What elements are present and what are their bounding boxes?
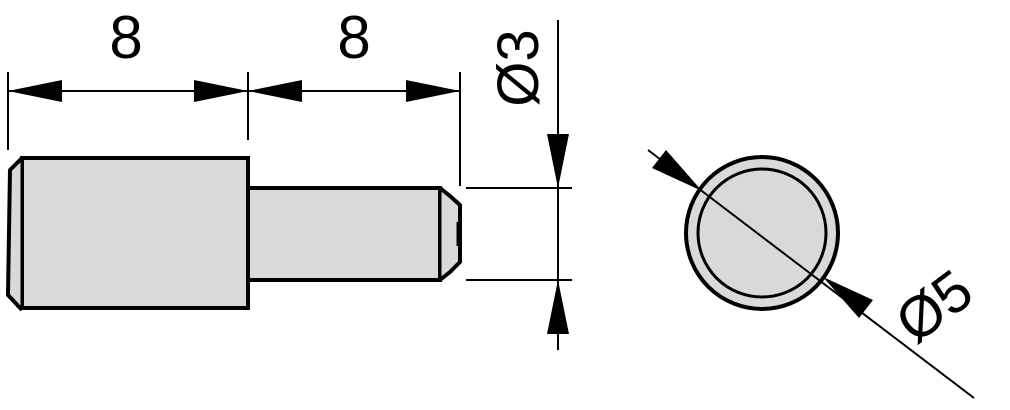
pin-side-view xyxy=(6,156,462,312)
diameter-small-dimension: Ø3 xyxy=(466,20,572,350)
pin-large-section xyxy=(20,156,250,310)
pin-right-chamfer xyxy=(438,186,462,282)
pin-left-chamfer xyxy=(6,156,24,312)
dimension-label-diameter-small: Ø3 xyxy=(486,29,551,106)
end-view-inner-circle xyxy=(696,167,828,299)
dimension-label-length-small: 8 xyxy=(337,4,370,71)
length-dimensions: 8 8 xyxy=(7,4,461,186)
pin-end-view xyxy=(684,155,840,311)
dimension-label-length-large: 8 xyxy=(109,4,142,71)
pin-small-section xyxy=(246,186,442,282)
